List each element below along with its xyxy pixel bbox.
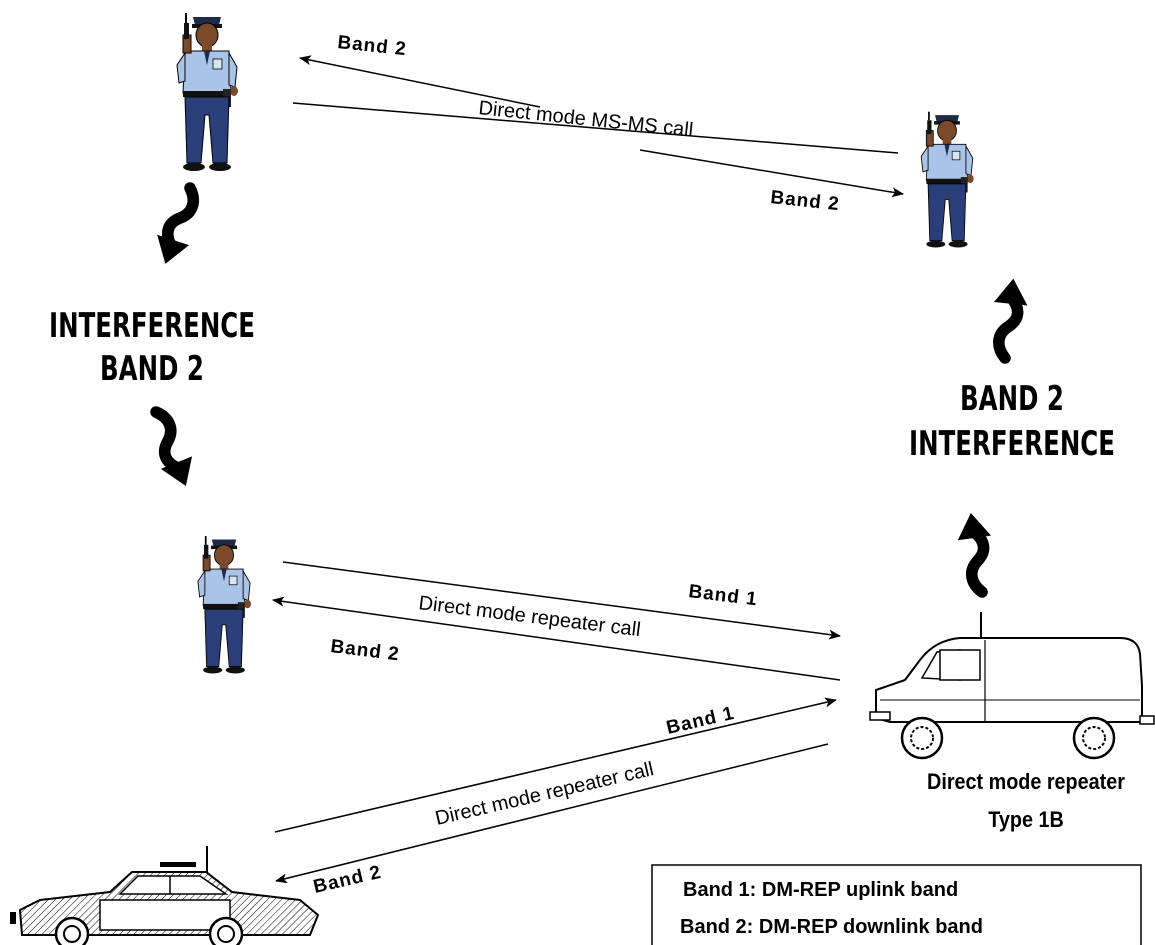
curved-arrow-icon bbox=[954, 511, 998, 595]
police-car-icon bbox=[10, 846, 320, 945]
officer-middle-left bbox=[197, 535, 252, 675]
curved-arrow-icon bbox=[149, 183, 206, 269]
police-officer-icon bbox=[197, 535, 252, 675]
ms-ms-call-label: Direct mode MS-MS call bbox=[477, 97, 694, 141]
police-officer-icon bbox=[176, 12, 239, 172]
interference-left-line1: INTERFERENCE bbox=[49, 306, 255, 345]
officer-top-left bbox=[176, 12, 239, 172]
officer-top-right bbox=[920, 110, 975, 249]
van-icon bbox=[869, 612, 1155, 760]
curved-arrow-icon bbox=[140, 406, 201, 493]
band1-low-label: Band 1 bbox=[664, 703, 736, 739]
interference-right-line1: BAND 2 bbox=[960, 379, 1064, 418]
interference-left-line2: BAND 2 bbox=[100, 349, 204, 388]
band1-mid-label: Band 1 bbox=[687, 581, 758, 610]
curved-arrow-icon bbox=[988, 277, 1030, 360]
legend: Band 1: DM-REP uplink band Band 2: DM-RE… bbox=[651, 864, 1142, 945]
link-top-band2-left bbox=[299, 55, 541, 108]
interference-right-line2: INTERFERENCE bbox=[909, 424, 1115, 463]
repeater-label-line1: Direct mode repeater bbox=[927, 770, 1125, 794]
band2-top-right-label: Band 2 bbox=[769, 187, 840, 215]
link-mid-band2 bbox=[272, 596, 841, 681]
link-low-band1 bbox=[274, 697, 837, 833]
link-mid-band1 bbox=[282, 561, 841, 640]
band2-low-label: Band 2 bbox=[311, 862, 383, 898]
band2-top-label: Band 2 bbox=[336, 32, 407, 60]
repeater-label-line2: Type 1B bbox=[988, 808, 1063, 832]
band2-mid-label: Band 2 bbox=[329, 636, 400, 665]
link-top-line bbox=[292, 102, 899, 154]
legend-band2: Band 2: DM-REP downlink band bbox=[680, 916, 983, 938]
link-low-band2 bbox=[275, 743, 829, 884]
link-top-band2-right bbox=[639, 149, 904, 198]
repeater-call-mid-label: Direct mode repeater call bbox=[417, 592, 641, 641]
legend-band1: Band 1: DM-REP uplink band bbox=[683, 879, 958, 901]
police-officer-icon bbox=[920, 110, 975, 249]
